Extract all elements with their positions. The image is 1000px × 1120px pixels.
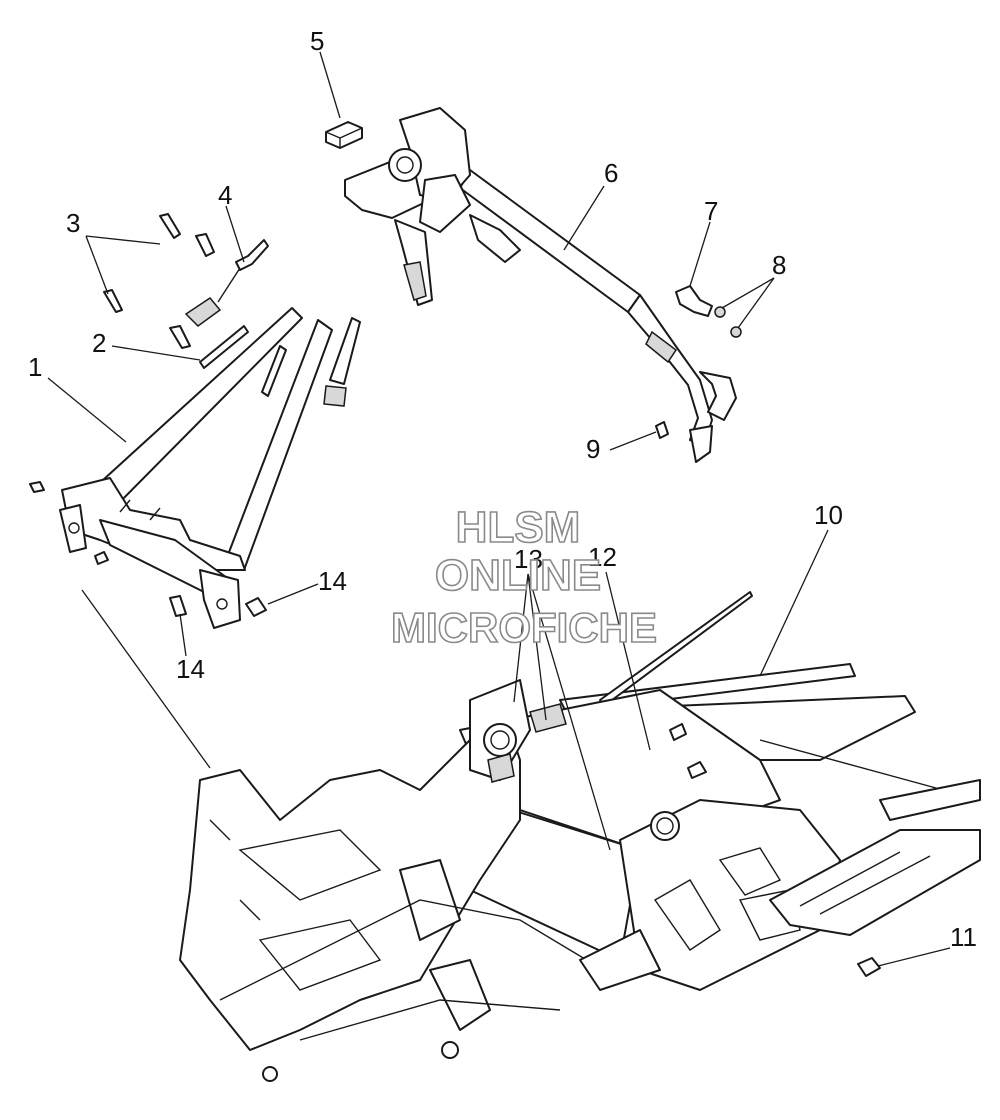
part-1-front-frame bbox=[29, 307, 333, 629]
callout-6: 6 bbox=[604, 158, 618, 188]
callout-14-right: 14 bbox=[318, 566, 347, 596]
callout-2: 2 bbox=[92, 328, 106, 358]
part-6-upper-column bbox=[344, 107, 737, 463]
watermark: HLSM ONLINE MICROFICHE bbox=[390, 502, 658, 652]
part-12-13-labels bbox=[487, 703, 567, 783]
part-3-bolts bbox=[103, 213, 215, 349]
callout-7: 7 bbox=[704, 196, 718, 226]
callout-14-lower: 14 bbox=[176, 654, 205, 684]
callout-8: 8 bbox=[772, 250, 786, 280]
callout-12: 12 bbox=[588, 542, 617, 572]
callout-13: 13 bbox=[514, 544, 543, 574]
part-2-rod bbox=[199, 325, 287, 397]
callout-1: 1 bbox=[28, 352, 42, 382]
part-9-fastener bbox=[655, 421, 669, 439]
leader-lines bbox=[47, 51, 951, 967]
part-5-pad bbox=[325, 121, 363, 149]
callout-10: 10 bbox=[814, 500, 843, 530]
callout-11: 11 bbox=[950, 922, 977, 952]
part-10-chassis bbox=[179, 591, 981, 1082]
part-11-fastener bbox=[857, 957, 881, 977]
callout-9: 9 bbox=[586, 434, 600, 464]
watermark-line-3: MICROFICHE bbox=[391, 604, 657, 651]
callout-3: 3 bbox=[66, 208, 80, 238]
callout-4: 4 bbox=[218, 180, 232, 210]
watermark-line-2: ONLINE bbox=[435, 551, 601, 600]
part-8-nuts bbox=[714, 306, 742, 338]
watermark-line-1: HLSM bbox=[456, 503, 581, 552]
callout-5: 5 bbox=[310, 26, 324, 56]
callout-labels: 1 2 3 4 5 6 7 8 9 10 11 12 13 14 14 bbox=[28, 26, 977, 952]
part-14-bolts bbox=[169, 595, 267, 617]
part-7-clip bbox=[675, 285, 713, 317]
part-4-harness bbox=[184, 239, 361, 407]
